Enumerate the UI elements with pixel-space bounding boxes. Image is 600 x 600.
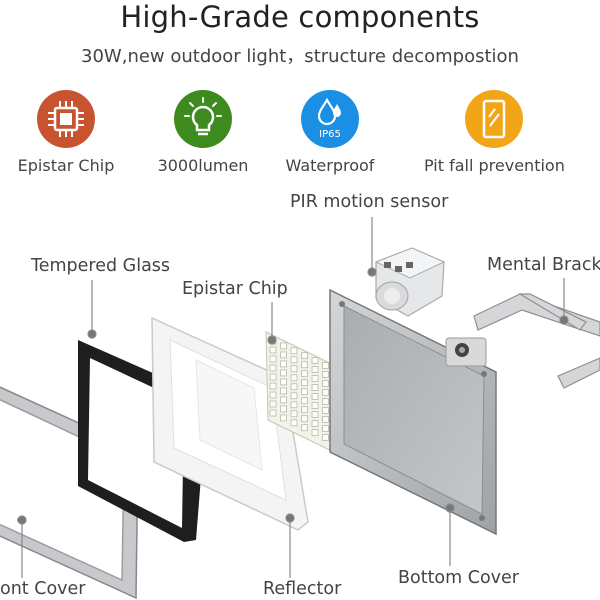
led-chip (311, 420, 319, 428)
led-chip (290, 419, 298, 427)
feature-label: Pit fall prevention (424, 156, 565, 175)
led-chip (311, 384, 319, 392)
feature-epistar-chip: Epistar Chip (0, 90, 136, 175)
led-chip (301, 397, 308, 405)
led-chip (311, 375, 319, 383)
label-bottom-cover: Bottom Cover (398, 568, 519, 588)
led-chip (301, 379, 308, 387)
led-chip (269, 382, 277, 390)
epistar-chip-led-board (265, 331, 347, 459)
feature-lumen: 3000lumen (133, 90, 273, 175)
callout-lines (17, 217, 569, 578)
led-chip (290, 410, 298, 418)
page-subtitle: 30W,new outdoor light，structure decompos… (81, 46, 519, 67)
page-title: High-Grade components (120, 0, 480, 34)
led-chip (311, 411, 319, 419)
feature-waterproof: IP65 Waterproof (260, 90, 400, 175)
led-chip (311, 402, 319, 410)
led-chip (269, 391, 277, 399)
feature-label: Waterproof (285, 156, 375, 175)
led-chip (322, 362, 329, 369)
led-chip (290, 356, 298, 364)
led-chip (269, 373, 277, 381)
led-chip (311, 429, 319, 437)
label-epistar-chip: Epistar Chip (182, 279, 288, 299)
label-tempered-glass: Tempered Glass (31, 256, 171, 276)
led-chip (290, 392, 298, 400)
led-chip (301, 406, 308, 414)
led-chip (280, 414, 287, 422)
lightbulb-icon (174, 90, 232, 148)
feature-label: Epistar Chip (17, 156, 115, 175)
water-drop-icon: IP65 (301, 90, 359, 148)
led-chip (280, 396, 287, 404)
led-chip (269, 409, 277, 417)
shield-panel-icon (465, 90, 523, 148)
label-front-cover: ont Cover (0, 579, 86, 599)
led-chip (301, 424, 308, 432)
label-bracket: Mental Brack (487, 255, 600, 275)
pir-motion-sensor (374, 247, 446, 317)
led-chip (322, 425, 329, 432)
led-chip (269, 400, 277, 408)
chip-icon (37, 90, 95, 148)
led-chip (280, 387, 287, 395)
led-chip (322, 371, 329, 378)
led-chip (280, 360, 287, 368)
label-reflector: Reflector (263, 579, 342, 599)
led-chip (290, 347, 298, 355)
led-chip (269, 364, 277, 372)
feature-label: 3000lumen (157, 156, 249, 175)
led-chip (280, 369, 287, 377)
led-chip (269, 355, 277, 363)
reflector (151, 316, 309, 531)
led-chip (301, 370, 308, 378)
led-chip (322, 407, 329, 414)
led-chip (290, 365, 298, 373)
label-pir-motion-sensor: PIR motion sensor (290, 192, 449, 212)
led-chip (301, 388, 308, 396)
led-chip (322, 416, 329, 423)
led-chip (301, 352, 308, 360)
led-chip (280, 378, 287, 386)
led-chip (290, 383, 298, 391)
led-chip (280, 351, 287, 359)
ip-rating-badge: IP65 (319, 129, 341, 140)
led-chip (311, 357, 319, 365)
led-chip (280, 405, 287, 413)
led-chip (322, 389, 329, 396)
led-chip (322, 434, 329, 441)
led-chip (301, 361, 308, 369)
led-chip (322, 380, 329, 387)
led-chip (311, 393, 319, 401)
led-chip (301, 415, 308, 423)
led-chip (311, 366, 319, 374)
led-chip (269, 346, 277, 354)
led-chip (322, 398, 329, 405)
bottom-cover (329, 288, 497, 536)
led-chip (290, 401, 298, 409)
led-chip (280, 342, 287, 350)
led-chip (290, 374, 298, 382)
feature-pitfall: Pit fall prevention (424, 90, 565, 175)
